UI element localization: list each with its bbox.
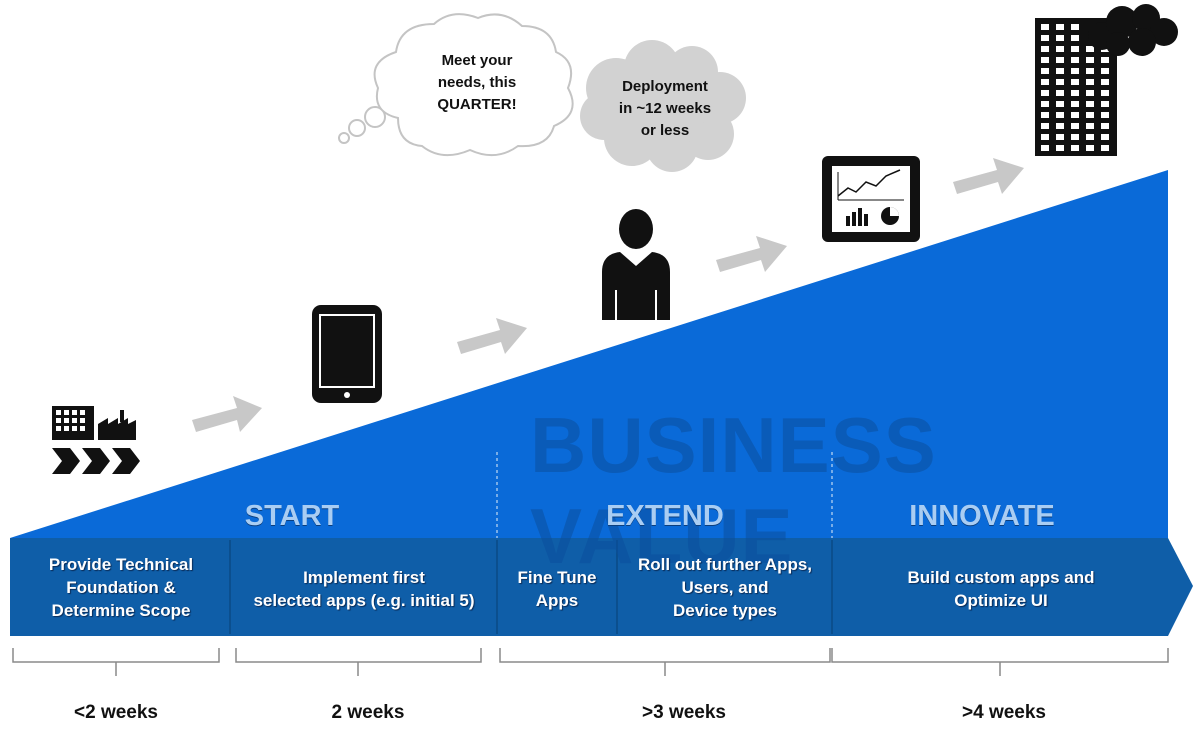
- building-window: [1086, 112, 1094, 118]
- building-window: [1071, 112, 1079, 118]
- building-window: [1041, 90, 1049, 96]
- building-window: [1041, 134, 1049, 140]
- arrow-icon: [953, 158, 1024, 194]
- building-window: [1071, 68, 1079, 74]
- duration-bracket: [12, 648, 220, 676]
- building-window: [1101, 101, 1109, 107]
- building-window: [1071, 90, 1079, 96]
- building-window: [1101, 112, 1109, 118]
- duration-bracket: [499, 648, 831, 676]
- duration-label: >4 weeks: [962, 702, 1046, 723]
- arrow-icon: [192, 396, 262, 432]
- duration-label: <2 weeks: [74, 702, 158, 723]
- building-window: [1056, 145, 1064, 151]
- tablet-icon: [312, 305, 382, 403]
- building-window: [1086, 79, 1094, 85]
- building-window: [1101, 90, 1109, 96]
- building-window: [1086, 90, 1094, 96]
- building-window: [1056, 57, 1064, 63]
- duration-label: 2 weeks: [331, 702, 405, 723]
- smoke-cloud-icon: [1088, 4, 1178, 56]
- building-window: [1086, 134, 1094, 140]
- building-window: [1086, 145, 1094, 151]
- building-window: [1056, 90, 1064, 96]
- building-window: [1086, 46, 1094, 52]
- skyscraper-icon: [1035, 4, 1178, 156]
- business-value-wedge: [10, 170, 1168, 538]
- building-window: [1071, 57, 1079, 63]
- person-icon: [602, 209, 670, 320]
- building-window: [1041, 57, 1049, 63]
- phase-label-start: START: [244, 500, 340, 532]
- duration-bracket: [235, 648, 482, 676]
- building-window: [1041, 79, 1049, 85]
- building-window: [1056, 46, 1064, 52]
- arrow-icon: [457, 318, 527, 354]
- building-window: [1071, 101, 1079, 107]
- building-window: [1056, 35, 1064, 41]
- building-window: [1041, 46, 1049, 52]
- building-window: [1041, 101, 1049, 107]
- duration-bracket: [831, 648, 1169, 676]
- building-window: [1056, 24, 1064, 30]
- building-window: [1056, 101, 1064, 107]
- deployment-cloud: [580, 40, 746, 172]
- phase-label-extend: EXTEND: [606, 500, 724, 532]
- building-window: [1056, 134, 1064, 140]
- building-window: [1101, 57, 1109, 63]
- building-window: [1086, 101, 1094, 107]
- building-window: [1086, 68, 1094, 74]
- building-window: [1086, 123, 1094, 129]
- phase-band: [10, 538, 1193, 636]
- building-window: [1086, 57, 1094, 63]
- building-window: [1101, 145, 1109, 151]
- duration-label: >3 weeks: [642, 702, 726, 723]
- building-window: [1056, 79, 1064, 85]
- building-window: [1056, 68, 1064, 74]
- building-window: [1071, 145, 1079, 151]
- building-window: [1056, 112, 1064, 118]
- factory-icon: [52, 406, 140, 474]
- building-window: [1041, 145, 1049, 151]
- business-value-watermark: BUSINESS VALUE: [530, 401, 937, 580]
- building-window: [1041, 24, 1049, 30]
- building-window: [1101, 68, 1109, 74]
- building-window: [1071, 134, 1079, 140]
- building-window: [1071, 79, 1079, 85]
- thought-bubble: [338, 13, 574, 157]
- building-window: [1101, 79, 1109, 85]
- phase-label-innovate: INNOVATE: [909, 500, 1055, 532]
- building-window: [1041, 123, 1049, 129]
- arrow-icon: [716, 236, 787, 272]
- building-window: [1071, 35, 1079, 41]
- building-window: [1101, 123, 1109, 129]
- building-window: [1041, 112, 1049, 118]
- building-window: [1071, 46, 1079, 52]
- dashboard-icon: [822, 156, 920, 242]
- building-window: [1041, 68, 1049, 74]
- building-window: [1101, 134, 1109, 140]
- building-window: [1071, 24, 1079, 30]
- building-window: [1056, 123, 1064, 129]
- building-window: [1071, 123, 1079, 129]
- building-window: [1041, 35, 1049, 41]
